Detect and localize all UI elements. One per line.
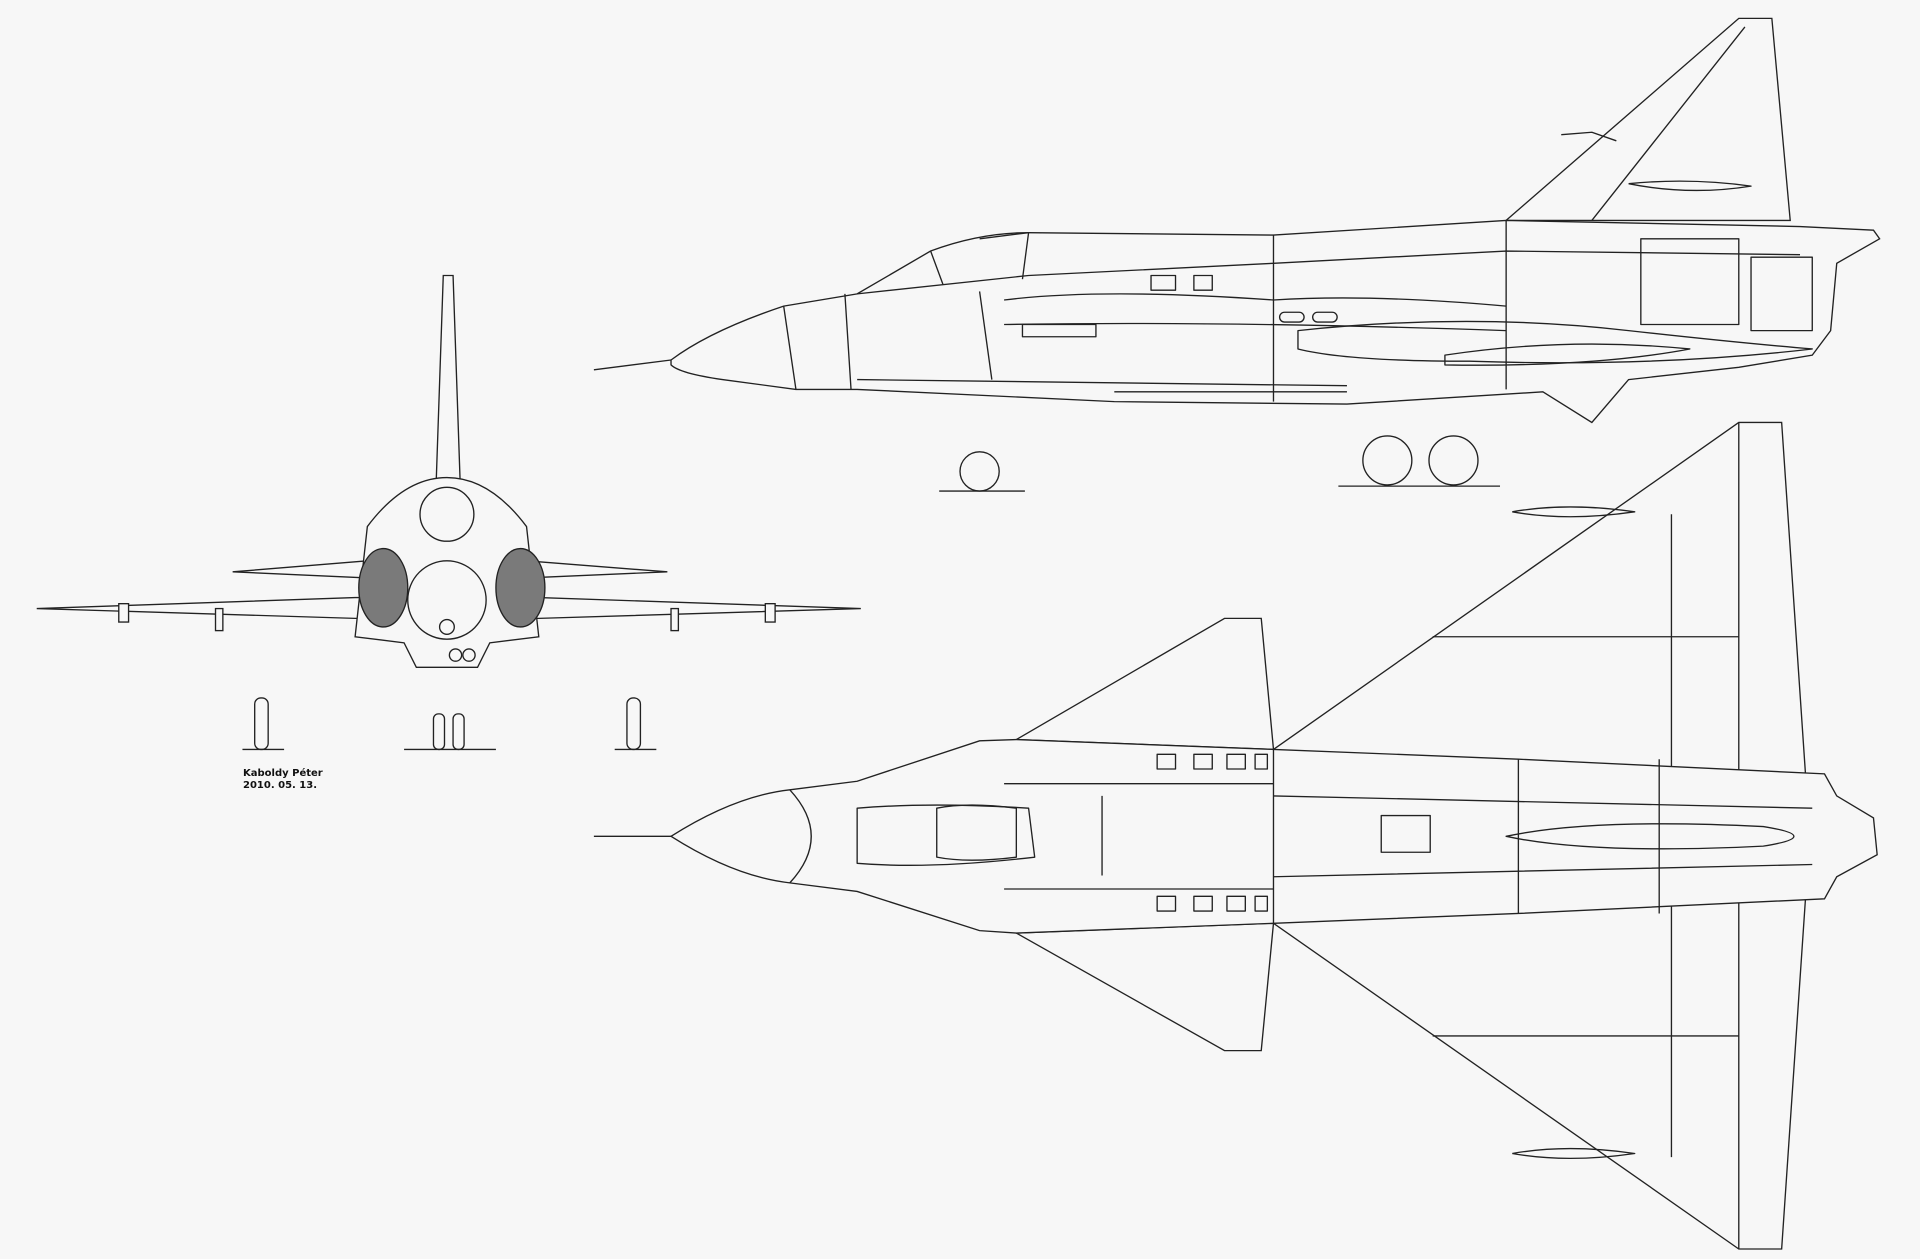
top-canard-upper: [1013, 617, 1275, 751]
top-view: [593, 421, 1878, 1250]
side-view: [593, 17, 1881, 424]
top-canard-lower: [1013, 922, 1275, 1052]
front-tail-fin: [435, 274, 462, 491]
side-landing-gear: [939, 435, 1501, 492]
author-name: Kaboldy Péter: [243, 768, 323, 779]
side-tail-fin: [1504, 17, 1791, 222]
drawing-date: 2010. 05. 13.: [243, 780, 318, 791]
left-intake: [358, 547, 409, 628]
author-signature: Kaboldy Péter 2010. 05. 13.: [243, 768, 323, 792]
side-pitot-probe: [593, 359, 672, 371]
right-intake: [495, 547, 546, 628]
front-view: [36, 274, 861, 669]
front-landing-gear: [242, 697, 657, 751]
